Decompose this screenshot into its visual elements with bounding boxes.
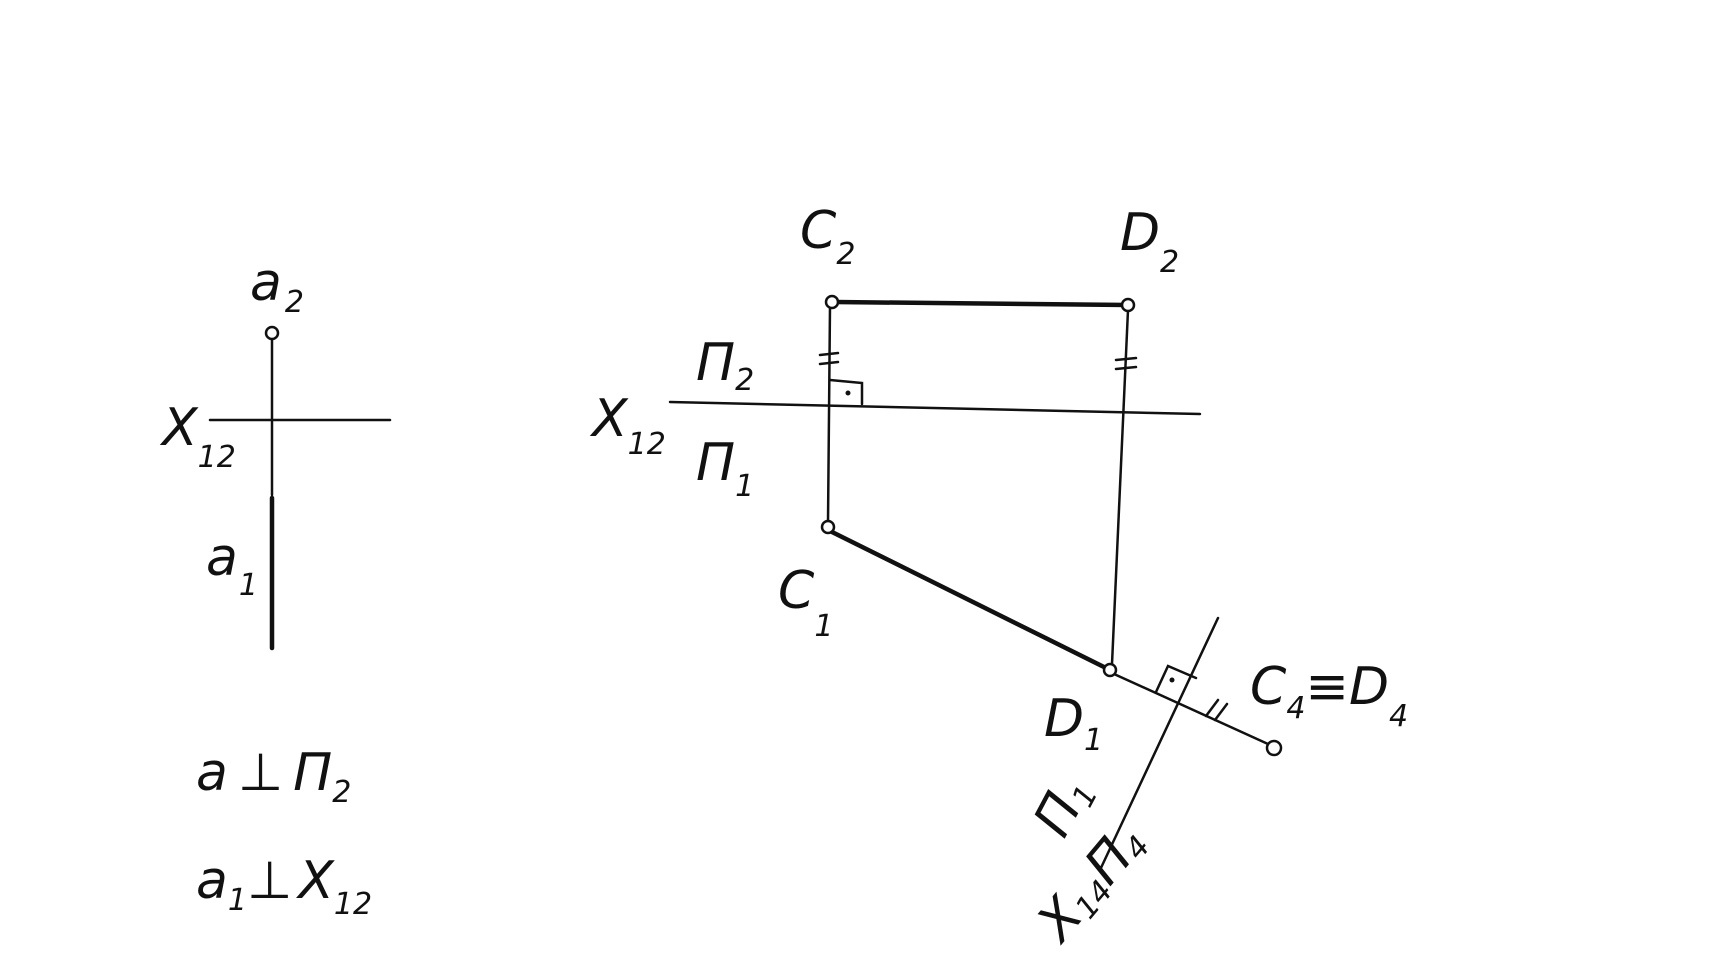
point-c1-dot — [820, 519, 836, 535]
relation-a1-perp-x12: a1⊥X12 — [196, 851, 372, 922]
projection-line-d1-c4 — [1112, 672, 1270, 746]
right-angle-marker-x14 — [1154, 664, 1198, 694]
tick-marks-c — [818, 351, 840, 366]
relation-a-perp-pi2: a⊥Π2 — [196, 743, 351, 810]
point-d1-dot — [1102, 662, 1118, 678]
point-d2-dot — [1120, 297, 1136, 313]
tick-marks-d — [1114, 356, 1138, 371]
label-c4-equiv-d4: C4≡D4 — [1250, 657, 1408, 734]
projection-line-c — [826, 304, 832, 524]
label-pi2: Π2 — [696, 333, 754, 398]
point-c4-d4-dot — [1265, 739, 1283, 757]
label-d2: D2 — [1120, 203, 1179, 280]
label-x14-pi4: X14Π4 — [1024, 813, 1158, 956]
tick-marks-c4 — [1204, 698, 1229, 722]
right-angle-marker-x12 — [828, 378, 864, 406]
label-pi1: Π1 — [696, 433, 754, 504]
segment-c2-d2 — [832, 299, 1131, 308]
axis-x12-right — [668, 400, 1202, 416]
segment-c1-d1 — [829, 529, 1109, 671]
label-c2: C2 — [800, 201, 855, 272]
axis-x14 — [1098, 616, 1220, 872]
label-d1: D1 — [1044, 689, 1103, 758]
label-a1: a1 — [206, 528, 258, 603]
label-x12-right: X12 — [589, 389, 666, 462]
right-figure: C2 D2 Π2 X12 Π1 C1 D1 C4≡D4 Π1 X14Π4 — [589, 201, 1408, 955]
projection-line-d — [1110, 308, 1130, 666]
point-c2-dot — [824, 294, 840, 310]
label-x12-left: X12 — [159, 398, 236, 475]
label-c1: C1 — [778, 561, 833, 644]
point-a2-dot — [264, 325, 280, 341]
